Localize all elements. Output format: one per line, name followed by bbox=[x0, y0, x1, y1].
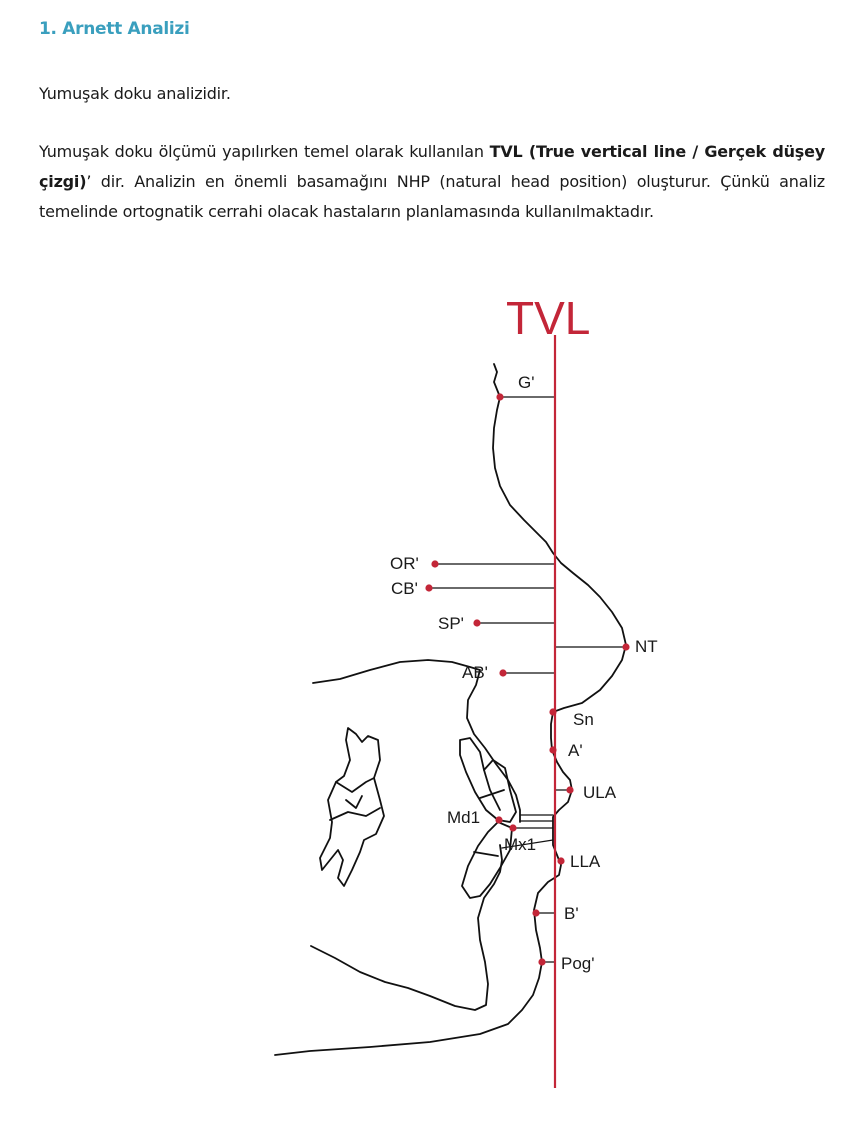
label-sp: SP' bbox=[438, 614, 464, 633]
point-b bbox=[532, 909, 540, 917]
point-nt bbox=[622, 643, 630, 651]
point-cb bbox=[425, 584, 433, 592]
intro-paragraph: Yumuşak doku analizidir. bbox=[39, 84, 231, 103]
point-g bbox=[496, 393, 504, 401]
point-pog bbox=[538, 958, 546, 966]
description-paragraph: Yumuşak doku ölçümü yapılırken temel ola… bbox=[39, 137, 825, 227]
point-a bbox=[549, 746, 557, 754]
label-b: B' bbox=[564, 904, 579, 923]
mandible-outline bbox=[310, 844, 503, 1011]
soft-tissue-profile bbox=[274, 363, 627, 1056]
point-sp bbox=[473, 619, 481, 627]
label-g: G' bbox=[518, 373, 534, 392]
point-mx1 bbox=[509, 824, 517, 832]
tvl-title: TVL bbox=[506, 292, 590, 344]
label-md1: Md1 bbox=[447, 808, 480, 827]
label-a: A' bbox=[568, 741, 583, 760]
label-pog: Pog' bbox=[561, 954, 595, 973]
paragraph-text-after: ’ dir. Analizin en önemli basamağını NHP… bbox=[39, 172, 825, 221]
molar-tooth bbox=[319, 727, 385, 887]
section-heading: 1. Arnett Analizi bbox=[39, 19, 190, 39]
arnett-analysis-diagram: TVL G' OR' CB' SP' NT AB' Sn A' ULA Md1 … bbox=[274, 292, 658, 1088]
paragraph-bold-term: TVL (True vertical line / Gerçek düşey ç… bbox=[39, 142, 825, 191]
point-ula bbox=[566, 786, 574, 794]
point-lla bbox=[557, 857, 565, 865]
paragraph-text-before: Yumuşak doku ölçümü yapılırken temel ola… bbox=[39, 142, 490, 161]
landmark-points bbox=[425, 393, 630, 966]
point-md1 bbox=[495, 816, 503, 824]
label-cb: CB' bbox=[391, 579, 418, 598]
label-or: OR' bbox=[390, 554, 419, 573]
label-ula: ULA bbox=[583, 783, 617, 802]
label-sn: Sn bbox=[573, 710, 594, 729]
lower-incisor bbox=[461, 821, 513, 899]
maxilla-outline bbox=[312, 659, 521, 823]
label-ab: AB' bbox=[462, 663, 488, 682]
point-ab bbox=[499, 669, 507, 677]
point-sn bbox=[549, 708, 557, 716]
label-lla: LLA bbox=[570, 852, 601, 871]
label-nt: NT bbox=[635, 637, 658, 656]
upper-incisor bbox=[459, 737, 517, 823]
label-mx1: Mx1 bbox=[504, 835, 536, 854]
point-or bbox=[431, 560, 439, 568]
